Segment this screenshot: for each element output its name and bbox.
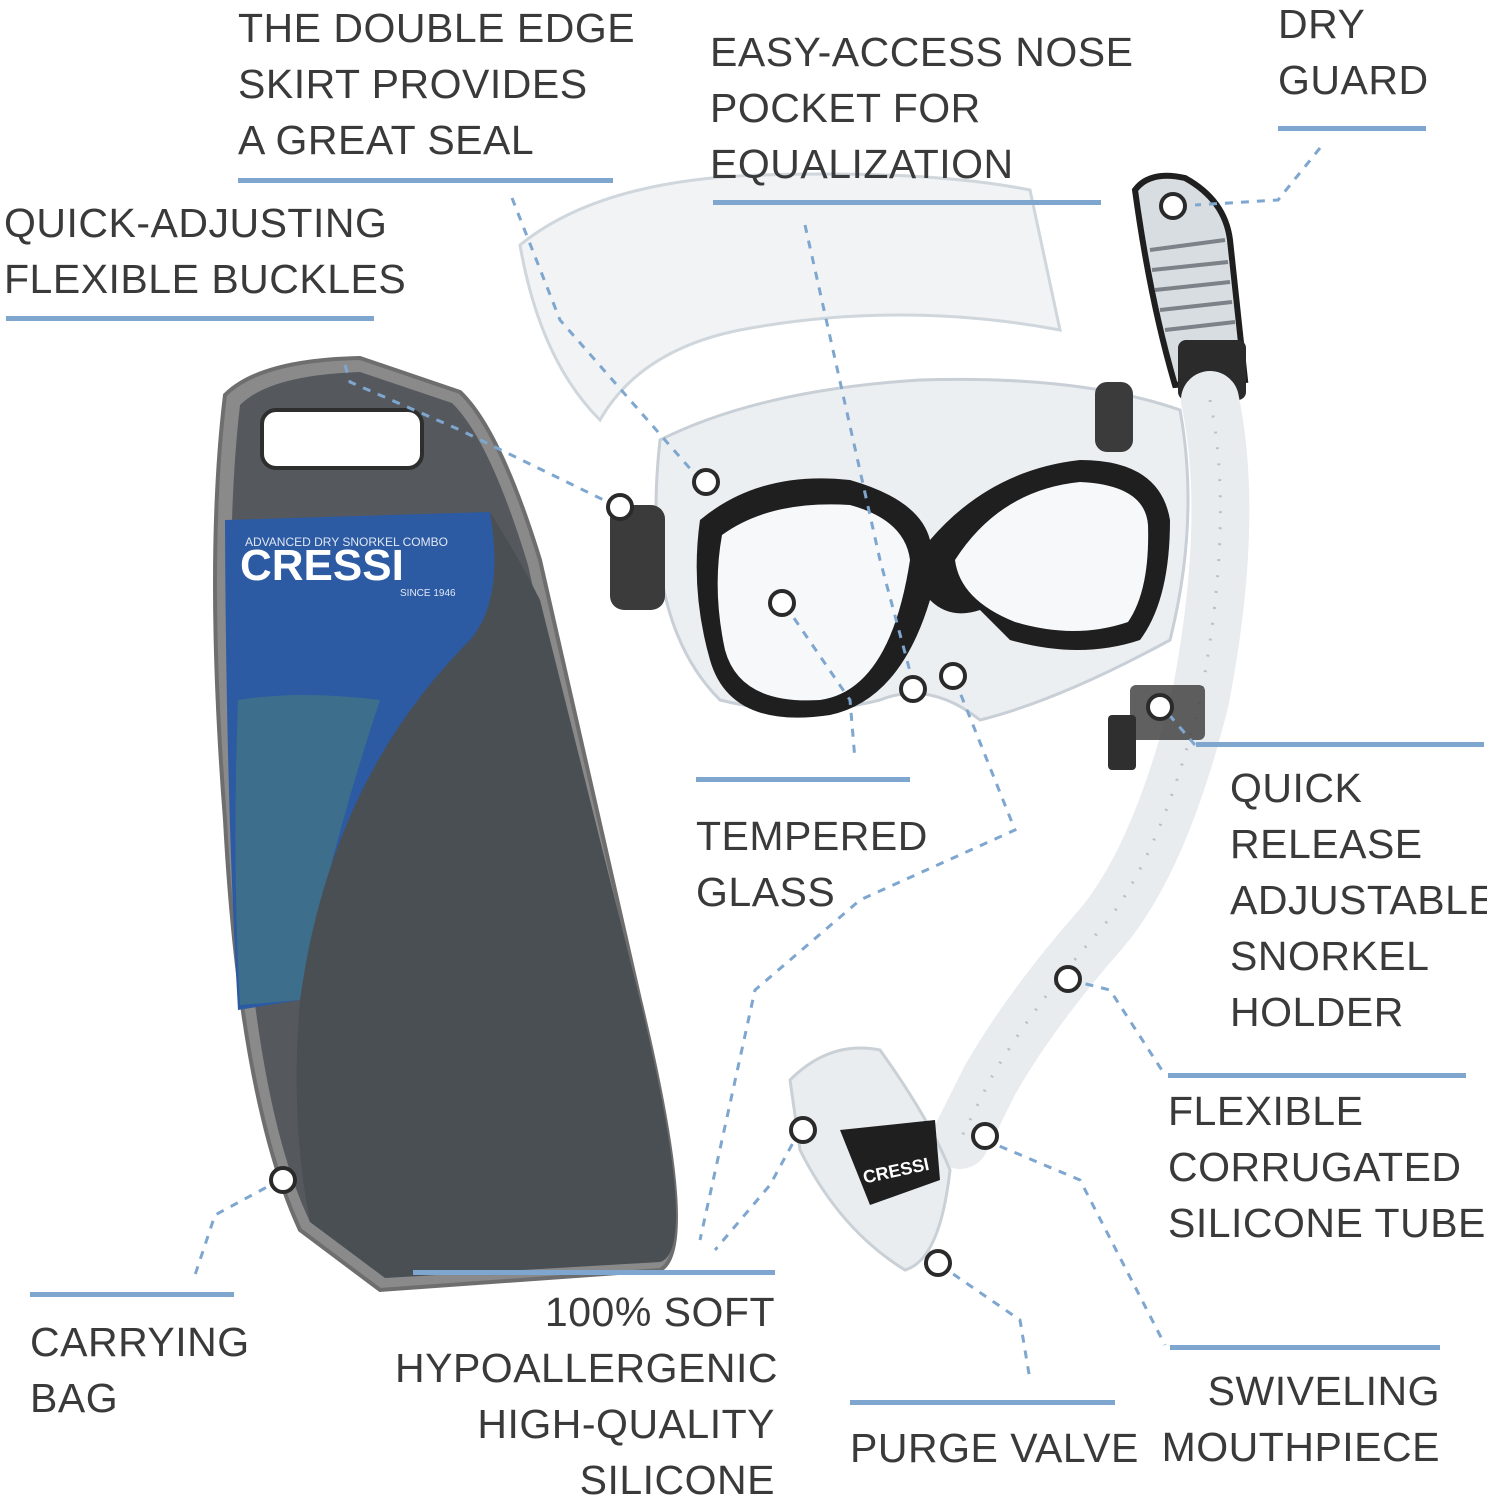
mask-image — [518, 172, 1190, 722]
bag-handle-icon — [260, 408, 424, 470]
rule-purge-valve — [850, 1400, 1115, 1405]
carrying-bag-image: CRESSI ADVANCED DRY SNORKEL COMBO SINCE … — [213, 355, 678, 1293]
label-buckles: QUICK-ADJUSTING FLEXIBLE BUCKLES — [4, 200, 407, 302]
label-purge-valve: PURGE VALVE — [850, 1425, 1139, 1471]
label-silicone: 100% SOFT HYPOALLERGENIC HIGH-QUALITY SI… — [395, 1289, 778, 1500]
hotspot-purge-valve — [924, 1249, 952, 1277]
leader-lines — [193, 147, 1322, 1381]
hotspot-dry-guard — [1159, 192, 1187, 220]
snorkel-image: CRESSI — [788, 172, 1250, 1272]
bag-tagline-text: ADVANCED DRY SNORKEL COMBO — [245, 535, 448, 549]
hotspot-silicone-skirt — [899, 675, 927, 703]
rule-carrying-bag — [30, 1292, 234, 1297]
label-corrugated-tube: FLEXIBLE CORRUGATED SILICONE TUBE — [1168, 1088, 1486, 1246]
label-nose-pocket: EASY-ACCESS NOSE POCKET FOR EQUALIZATION — [710, 29, 1134, 187]
rule-buckles — [6, 316, 374, 321]
rule-tempered-glass — [696, 777, 910, 782]
label-double-edge-skirt: THE DOUBLE EDGE SKIRT PROVIDES A GREAT S… — [238, 5, 636, 163]
rule-silicone — [413, 1270, 775, 1275]
rule-dry-guard — [1278, 126, 1426, 131]
label-snorkel-holder: QUICK RELEASE ADJUSTABLE SNORKEL HOLDER — [1230, 765, 1487, 1035]
bag-brand-text: CRESSI — [240, 541, 404, 590]
bag-since-text: SINCE 1946 — [400, 588, 456, 599]
hotspot-mouthpiece-swivel — [971, 1122, 999, 1150]
hotspot-mouthpiece-flange — [789, 1116, 817, 1144]
rule-nose-pocket — [713, 200, 1101, 205]
hotspots — [269, 192, 1187, 1277]
label-carrying-bag: CARRYING BAG — [30, 1319, 250, 1421]
hotspot-corrugated-tube — [1054, 965, 1082, 993]
hotspot-carrying-bag — [269, 1166, 297, 1194]
hotspot-snorkel-holder — [1146, 693, 1174, 721]
hotspot-buckle — [606, 493, 634, 521]
hotspot-tempered-glass — [768, 589, 796, 617]
rule-corrugated-tube — [1168, 1073, 1466, 1078]
rule-double-edge-skirt — [238, 178, 613, 183]
label-mouthpiece: SWIVELING MOUTHPIECE — [1161, 1368, 1440, 1470]
label-tempered-glass: TEMPERED GLASS — [696, 813, 928, 915]
rule-mouthpiece — [1170, 1345, 1440, 1350]
rule-snorkel-holder — [1196, 742, 1484, 747]
hotspot-skirt — [692, 468, 720, 496]
hotspot-nose-pocket — [939, 662, 967, 690]
label-dry-guard: DRY GUARD — [1278, 1, 1429, 103]
